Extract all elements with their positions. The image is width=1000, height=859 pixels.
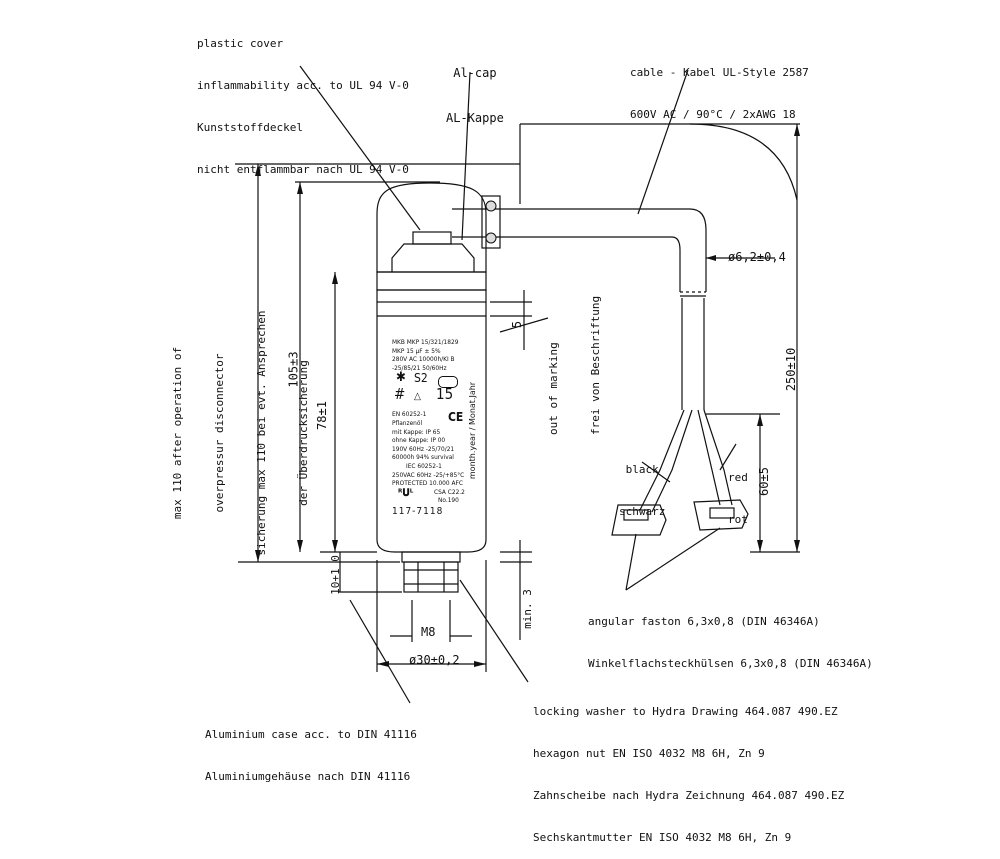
dim-diameter: ø30±0,2 [409,653,460,667]
al-cap-label: Al-cap AL-Kappe [446,36,504,141]
warning-icon: △ [414,391,421,403]
dim-cable-length: 250±10 [784,347,799,392]
ul-icon: ᴿ𝐔ᴸ [398,487,414,499]
label-line-10: ohne Kappe: IP 00 [392,436,446,445]
label-line-2: MKP 15 µF ± 5% [392,346,441,355]
faston-line-1: angular faston 6,3x0,8 (DIN 46346A) [588,615,820,628]
label-line-4: -25/85/21 50/60Hz [392,363,447,372]
label-line-15: PROTECTED 10.000 AFC [392,479,463,488]
plastic-cover-line-1: plastic cover [197,37,284,50]
label-plate: MKB MKP 15/321/1829 MKP 15 µF ± 5% 280V … [392,338,472,518]
label-line-1: MKB MKP 15/321/1829 [392,338,459,346]
dim-lead-length: 60±5 [756,467,771,496]
washer-line-2: hexagon nut EN ISO 4032 M8 6H, Zn 9 [533,747,765,760]
label-line-13: IEC 60252-1 [406,461,442,470]
label-line-14: 250VAC 60Hz -25/+85°C [392,470,465,479]
vde-icon [438,376,458,389]
cable-label: cable - Kabel UL-Style 2587 600V AC / 90… [630,38,809,136]
dim-stud-length: 10+1 0 [328,555,342,595]
label-line-3: 280V AC 10000h/KI B [392,355,455,364]
label-line-16: CSA C22.2 [434,487,465,496]
cable-line-1: cable - Kabel UL-Style 2587 [630,66,809,79]
fan-icon: ✱ [396,370,406,386]
marking-line-2: frei von Beschriftung [589,295,602,435]
washer-line-3: Zahnscheibe nach Hydra Zeichnung 464.087… [533,789,845,802]
capacitor-drawing [235,65,800,704]
case-label: Aluminium case acc. to DIN 41116 Alumini… [205,700,417,798]
disconnector-line-4: der Überdrucksicherung [297,360,310,506]
label-capacity-row: # △ 15 [392,385,472,410]
label-symbol-row: ✱ S2 [392,372,472,390]
disconnector-line-3: sicherung max 110 bei evt. Ansprechen [255,310,268,556]
plastic-cover-line-2: inflammability acc. to UL 94 V-0 [197,79,409,92]
red-line-2: rot [728,513,748,526]
plastic-cover-line-4: nicht entflammbar nach UL 94 V-0 [197,163,409,176]
red-wire-label: red rot [728,443,748,541]
label-line-7: EN 60252-1 [392,410,427,419]
disconnector-line-1: max 110 after operation of [171,346,184,520]
faston-line-2: Winkelflachsteckhülsen 6,3x0,8 (DIN 4634… [588,657,873,670]
disconnector-line-2: overpressur disconnector [213,353,226,513]
disconnector-note: max 110 after operation of overpressur d… [143,263,325,603]
black-line-1: black [625,463,659,476]
dim-gap-5: 5 [510,320,525,329]
plastic-cover-line-3: Kunststoffdeckel [197,121,303,134]
washer-line-1: locking washer to Hydra Drawing 464.087 … [533,705,838,718]
case-line-1: Aluminium case acc. to DIN 41116 [205,728,417,741]
dim-body-height: 78±1 [314,401,329,430]
label-oil-row: Pflanzenöl CE [392,411,472,428]
label-line-18: 117-7118 [392,505,444,517]
label-line-9: mit Kappe: IP 65 [392,427,441,436]
dim-thread: M8 [421,625,436,639]
dim-total-height: 105±3 [286,351,301,388]
label-side-text: month.year / Monat.Jahr [468,381,478,480]
dim-cable-diameter: ø6,2±0,4 [728,250,786,264]
marking-line-1: out of marking [547,342,560,435]
cable-line-2: 600V AC / 90°C / 2xAWG 18 [630,108,796,121]
black-line-2: schwarz [619,505,666,518]
dim-min-3: min. 3 [520,589,534,629]
washer-line-4: Sechskantmutter EN ISO 4032 M8 6H, Zn 9 [533,831,792,844]
marking-note: out of marking frei von Beschriftung [519,295,617,435]
washer-label: locking washer to Hydra Drawing 464.087 … [533,677,844,859]
red-line-1: red [728,471,748,484]
label-line-12: 60000h 94% survival [392,453,454,462]
hash-icon: # [394,385,406,404]
label-line-17: No.190 [438,495,459,504]
black-wire-label: black schwarz [619,435,665,533]
plastic-cover-label: plastic cover inflammability acc. to UL … [197,9,409,191]
label-s2: S2 [414,371,428,386]
al-cap-line-1: Al-cap [453,66,497,80]
faston-label: angular faston 6,3x0,8 (DIN 46346A) Wink… [588,587,873,685]
al-cap-line-2: AL-Kappe [446,111,504,125]
label-15: 15 [436,385,454,404]
case-line-2: Aluminiumgehäuse nach DIN 41116 [205,770,411,783]
label-cert-row: ᴿ𝐔ᴸ CSA C22.2 No.190 [392,488,472,506]
ce-icon: CE [448,409,464,424]
label-line-8: Pflanzenöl [392,418,423,427]
label-line-11: 190V 60Hz -25/70/21 [392,444,455,453]
